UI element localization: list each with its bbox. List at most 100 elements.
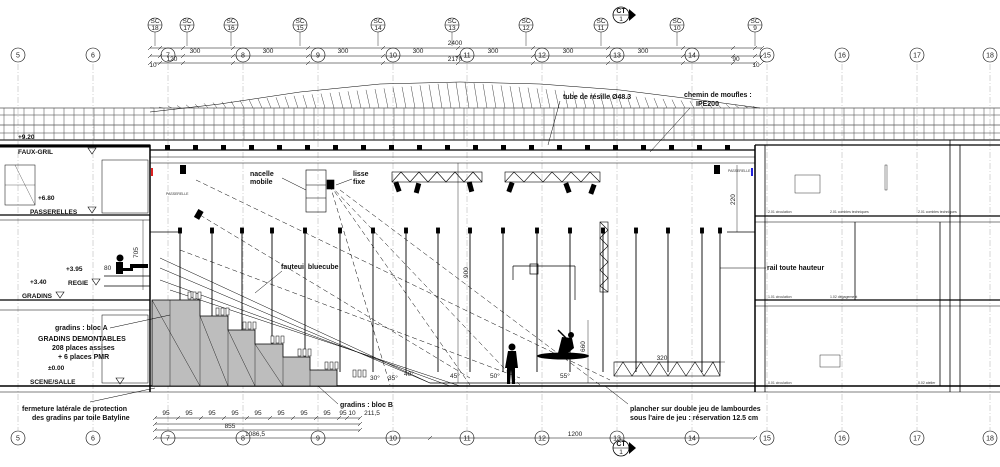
svg-text:SC: SC [447, 18, 456, 25]
step-dim: 95 [231, 410, 239, 417]
top-dimensions [150, 47, 762, 64]
main-hall [149, 145, 756, 393]
sight-lines [179, 179, 611, 386]
nacelle-label-1: nacelle [250, 171, 274, 178]
bottom-dimensions [155, 417, 755, 439]
grid-label: 11 [463, 436, 470, 443]
level-elev: +3.40 [30, 279, 47, 286]
svg-text:SC: SC [226, 18, 235, 25]
sc-marker: SC9 [747, 17, 763, 46]
grid-label: 5 [16, 436, 20, 443]
grid-label: 7 [166, 436, 170, 443]
plancher-label-2: sous l'aire de jeu : réservation 12.5 cm [630, 415, 758, 422]
truss-right [504, 171, 601, 183]
dim-220: 220 [730, 194, 737, 205]
step-dim: 95 [339, 410, 347, 417]
chemin-label-2: IPE200 [696, 101, 719, 108]
svg-text:9: 9 [753, 25, 757, 32]
gradins [151, 291, 367, 387]
grid-label: 14 [688, 436, 696, 443]
section-marker-bottom: CT 1 [612, 439, 636, 457]
level-name: GRADINS [22, 293, 53, 300]
dim-80: 80 [104, 265, 112, 272]
level-elev: +3.95 [66, 266, 83, 273]
room-label: 1.02 dégagement [830, 295, 857, 299]
svg-text:SC: SC [373, 18, 382, 25]
grid-label: 15 [763, 436, 771, 443]
gradins-a-label: gradins : bloc A [55, 325, 108, 332]
svg-text:SC: SC [150, 18, 159, 25]
level-elev: +9.20 [18, 134, 35, 141]
svg-text:14: 14 [374, 25, 382, 32]
room-label: 2.01 combles techniques [830, 210, 869, 214]
svg-text:18: 18 [151, 25, 159, 32]
span-label: 300 [338, 48, 349, 55]
fermeture-label-2: des gradins par toile Batyline [32, 415, 130, 422]
grid-label: 9 [316, 436, 320, 443]
svg-text:15: 15 [296, 25, 304, 32]
angle-label: 45° [450, 372, 460, 380]
span-label: 300 [488, 48, 499, 55]
gradins-dem-label: GRADINS DEMONTABLES [38, 336, 126, 343]
truss-floor [613, 361, 721, 377]
grid-label: 6 [91, 436, 95, 443]
step-dim: 95 [162, 410, 170, 417]
grid-label: 12 [538, 436, 546, 443]
ct-label-bottom: CT [616, 441, 626, 448]
span-label: 300 [563, 48, 574, 55]
grid-label: 8 [241, 436, 245, 443]
spotlights [180, 165, 720, 220]
svg-text:SC: SC [295, 18, 304, 25]
angle-label: 35° [388, 374, 398, 382]
grid-label: 17 [913, 436, 921, 443]
marker-left [151, 168, 153, 176]
ct-sub-bottom: 1 [619, 449, 623, 456]
angle-label: 50° [490, 372, 500, 380]
passerelle-left: PASSERELLE [166, 192, 189, 196]
step-dim: 10 [348, 410, 356, 417]
vertical-dims [142, 163, 738, 383]
dim-left-10: 10 [149, 62, 157, 69]
angle-labels: 30° 35° 40° 45° 50° 55° [370, 370, 570, 382]
grid-label: 5 [16, 53, 20, 60]
room-label: 0.02 atelier [918, 381, 936, 385]
svg-text:SC: SC [521, 18, 530, 25]
dim-left-120: 120 [167, 56, 178, 63]
grid-label: 16 [838, 436, 846, 443]
chemin-label-1: chemin de moufles : [684, 92, 752, 99]
svg-text:12: 12 [522, 25, 530, 32]
level-markers: +9.20 FAUX-GRIL +6.80 PASSERELLES +3.40 … [18, 134, 125, 386]
passerelle-right: PASSERELLE [728, 169, 751, 173]
svg-text:SC: SC [672, 18, 681, 25]
plancher-label-1: plancher sur double jeu de lambourdes [630, 406, 761, 413]
top-dimension-ticks [147, 45, 765, 66]
svg-text:13: 13 [448, 25, 456, 32]
lisse-label-2: fixe [353, 179, 365, 186]
places-label-2: + 6 places PMR [58, 354, 109, 361]
angle-label: 30° [370, 374, 380, 382]
aerial-figure [537, 329, 589, 360]
level-name: FAUX-GRIL [18, 149, 53, 156]
svg-text:11: 11 [598, 25, 605, 32]
rigging-rods [178, 227, 722, 372]
dim-660: 660 [580, 341, 587, 352]
dim-inner: 2170 [448, 56, 463, 63]
room-label: 2.01 combles techniques [918, 210, 957, 214]
rail-label: rail toute hauteur [767, 265, 824, 272]
vertical-truss [599, 221, 609, 293]
grid-label: 16 [838, 53, 846, 60]
step-dim: 95 [208, 410, 216, 417]
dim-right-10: 10 [752, 62, 760, 69]
level-name: PASSERELLES [30, 209, 78, 216]
lisse-label-1: lisse [353, 171, 369, 178]
dim-right-90: 90 [732, 56, 740, 63]
